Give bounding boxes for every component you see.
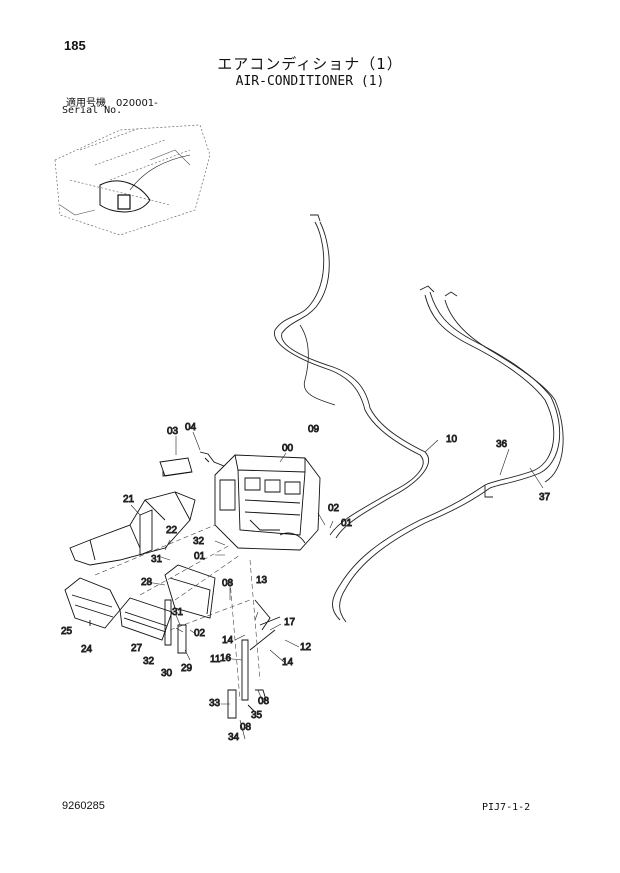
callout-10: 10 [446, 434, 458, 445]
filter-27 [119, 597, 173, 641]
callout-16: 16 [220, 653, 232, 664]
page-title-english: AIR-CONDITIONER (1) [235, 74, 385, 89]
document-code: 9260285 [62, 800, 105, 812]
callout-22: 22 [166, 525, 178, 536]
callout-24: 24 [81, 644, 93, 655]
callout-13: 13 [256, 575, 268, 586]
callout-36: 36 [496, 439, 508, 450]
page-number: 185 [64, 38, 86, 53]
callout-14b: 14 [282, 657, 294, 668]
serial-number-label-jp: 適用号機 020001- [66, 98, 158, 109]
callout-14a: 14 [222, 635, 234, 646]
callout-27: 27 [131, 643, 143, 654]
callout-30: 30 [161, 668, 173, 679]
machine-overview-thumbnail [54, 124, 211, 236]
callout-35: 35 [251, 710, 263, 721]
callout-17: 17 [284, 617, 296, 628]
duct-21 [69, 491, 196, 566]
callout-leaders [130, 431, 544, 740]
callout-01b: 01 [194, 551, 206, 562]
ac-unit-00 [214, 454, 321, 551]
callout-12: 12 [300, 642, 312, 653]
callout-34: 34 [228, 732, 240, 743]
callout-32b: 32 [143, 656, 155, 667]
callout-01: 01 [341, 518, 353, 529]
callout-25: 25 [61, 626, 73, 637]
callout-31b: 31 [172, 607, 184, 618]
hose-09-10 [274, 214, 429, 539]
callout-08a: 08 [222, 578, 234, 589]
hose-36-37 [332, 285, 564, 623]
callout-labels: 00 01 01 02 02 03 04 08 08 08 09 10 11 1… [61, 422, 551, 744]
callout-02: 02 [328, 503, 340, 514]
callout-31a: 31 [151, 554, 163, 565]
callout-08b: 08 [258, 696, 270, 707]
frame-28 [164, 564, 216, 619]
callout-11: 11 [210, 654, 221, 665]
callout-04: 04 [185, 422, 197, 433]
callout-03: 03 [167, 426, 179, 437]
page-code: PIJ7-1-2 [482, 802, 531, 813]
callout-21: 21 [123, 494, 135, 505]
callout-32a: 32 [193, 536, 205, 547]
callout-28: 28 [141, 577, 153, 588]
callout-37: 37 [539, 492, 551, 503]
brackets [164, 599, 281, 719]
callout-00: 00 [282, 443, 294, 454]
callout-08c: 08 [240, 722, 252, 733]
callout-09: 09 [308, 424, 320, 435]
callout-33: 33 [209, 698, 221, 709]
serial-number-label-en: Serial No. [62, 105, 123, 116]
page-title-japanese: エアコンディショナ（1） [217, 55, 403, 73]
callout-02b: 02 [194, 628, 206, 639]
part-03-04 [159, 451, 225, 477]
callout-29: 29 [181, 663, 193, 674]
vent-24-25 [64, 577, 121, 629]
